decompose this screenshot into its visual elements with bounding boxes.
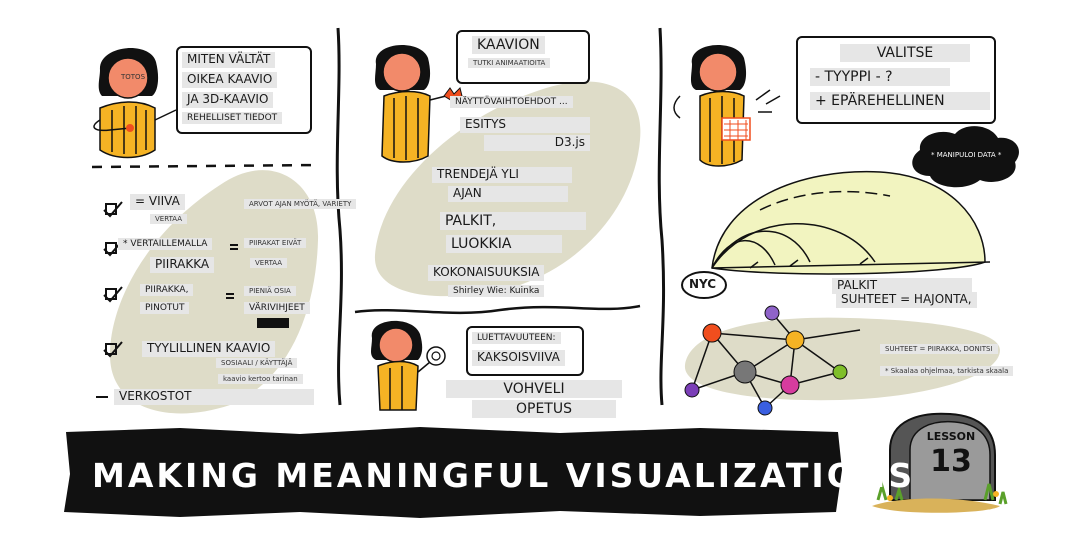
dark-cloud — [912, 126, 1019, 188]
lime-dome — [711, 170, 986, 275]
lesson-word: LESSON — [926, 430, 976, 443]
divider-line-left — [335, 27, 343, 406]
item-1-sub: VERTAA — [150, 214, 188, 225]
right-bubble-line-2: - TYYPPI - ? — [810, 68, 950, 87]
item-2-note: PIIRAKAT EIVÄT — [244, 238, 307, 249]
banner-title: MAKING MEANINGFUL VISUALIZATIONS — [92, 456, 916, 495]
middle-bubble-title: KAAVION — [472, 36, 545, 55]
palkit-label: PALKIT — [832, 278, 972, 294]
olive-blob-right — [684, 317, 1000, 401]
network-node — [702, 323, 722, 343]
network-node — [733, 360, 757, 384]
item-3-note: PIENIÄ OSIA — [244, 286, 296, 297]
middle-bottom-bubble-2: KAKSOISVIIVA — [472, 350, 565, 366]
item-4-note: SOSIAALI / KÄYTTÄJÄ — [216, 358, 298, 369]
item-2-note2: VERTAA — [250, 258, 288, 269]
middle-line-3: D3.js — [484, 135, 590, 151]
middle-line-7: LUOKKIA — [446, 235, 562, 254]
character-right — [673, 45, 781, 167]
middle-line-5: AJAN — [448, 186, 568, 202]
middle-line-4: TRENDEJÄ YLI — [432, 167, 572, 183]
middle-bubble-sub: TUTKI ANIMAATIOITA — [468, 58, 551, 69]
item-3-sub: PINOTUT — [140, 302, 190, 315]
divider-line-right — [657, 27, 666, 406]
item-1-note: ARVOT AJAN MYÖTÄ, VARIETY — [244, 199, 357, 210]
right-bubble-line-1: VALITSE — [840, 44, 970, 63]
cloud-label: * MANIPULOI DATA * — [931, 151, 1002, 159]
item-5-main: VERKOSTOT — [114, 389, 314, 405]
nyc-label: NYC — [689, 277, 717, 291]
middle-separator — [354, 304, 641, 315]
bubble-line-2: OIKEA KAAVIO — [182, 72, 278, 88]
network-node — [780, 375, 800, 395]
middle-bottom-line-2: OPETUS — [472, 400, 616, 419]
network-node — [832, 364, 848, 380]
middle-line-6: PALKIT, — [440, 212, 586, 231]
suhteet-label: SUHTEET = HAJONTA, — [836, 292, 977, 308]
item-4-note2: kaavio kertoo tarinan — [218, 374, 303, 385]
lesson-number: 13 — [930, 444, 972, 479]
right-note-1: SUHTEET = PIIRAKKA, DONITSI — [880, 344, 998, 355]
middle-bottom-line-1: VOHVELI — [446, 380, 622, 399]
network-node — [684, 382, 700, 398]
character-left — [93, 48, 177, 159]
middle-line-8: KOKONAISUUKSIA — [428, 265, 545, 281]
middle-line-1: NÄYTTÖVAIHTOEHDOT ... — [450, 96, 573, 109]
right-bubble-line-3: + EPÄREHELLINEN — [810, 92, 990, 111]
item-4-main: TYYLILLINEN KAAVIO — [142, 341, 276, 357]
middle-line-9: Shirley Wie: Kuinka — [448, 285, 545, 298]
character-middle-bottom — [371, 320, 446, 411]
middle-line-2: ESITYS — [460, 117, 590, 133]
right-note-2: * Skaalaa ohjelmaa, tarkista skaala — [880, 366, 1014, 377]
character-middle-top — [375, 45, 463, 163]
lesson-stone — [872, 412, 1008, 513]
item-2-main: * VERTAILLEMALLA — [118, 238, 213, 251]
bubble-line-3: JA 3D-KAAVIO — [182, 92, 274, 108]
item-1-main: = VIIVA — [130, 194, 185, 210]
bubble-line-4: REHELLISET TIEDOT — [182, 112, 283, 125]
network-node — [785, 330, 805, 350]
bubble-line-1: MITEN VÄLTÄT — [182, 52, 276, 68]
dashed-separator — [91, 163, 321, 169]
middle-bottom-bubble-1: LUETTAVUUTEEN: — [472, 332, 561, 345]
network-node — [764, 305, 780, 321]
network-node — [757, 400, 773, 416]
item-2-sub: PIIRAKKA — [150, 257, 215, 273]
face-label: TOTOS — [121, 73, 146, 81]
item-3-note2: VÄRIVIHJEET — [244, 302, 310, 315]
item-3-main: PIIRAKKA, — [140, 284, 194, 297]
